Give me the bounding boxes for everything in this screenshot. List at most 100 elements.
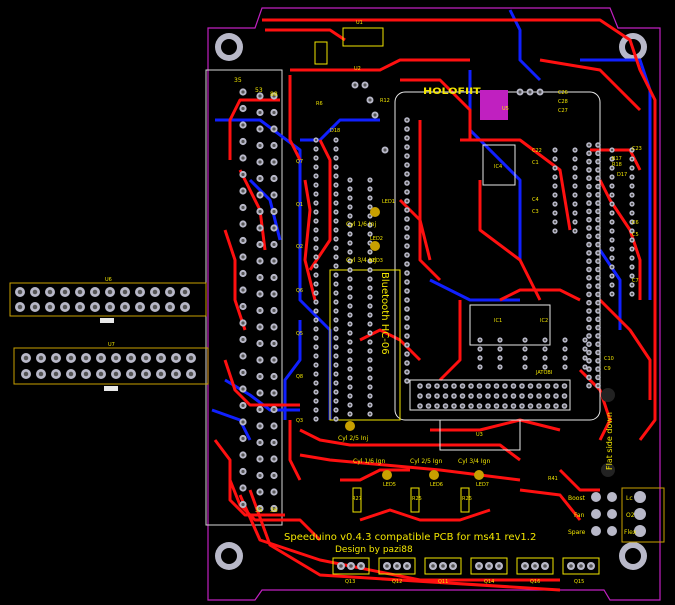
u7-pin-hole — [158, 371, 164, 377]
component-pad-hole — [543, 347, 547, 351]
mega-right-pin-hole — [596, 160, 600, 163]
component-pad-hole — [563, 365, 567, 369]
mega-left-pin-hole — [405, 172, 409, 176]
component-pad-hole — [334, 147, 338, 151]
component-pad-hole — [348, 286, 352, 290]
component-pad-hole — [314, 255, 318, 259]
header-c-pin-hole — [272, 424, 276, 428]
header-b-pin-hole — [258, 358, 262, 362]
mega-bottom-pin-hole — [461, 404, 464, 408]
mega-right-pin-hole — [587, 326, 591, 329]
flat-side-label: Flat side down — [605, 412, 614, 470]
component-pad-hole — [573, 184, 577, 188]
c9-label: C9 — [604, 366, 611, 372]
u6-pin-hole — [152, 289, 158, 295]
component-pad-hole — [553, 157, 557, 161]
mosfet-pin-hole — [589, 564, 593, 568]
mega-bottom-pin-hole — [503, 384, 507, 388]
mega-right-pin-hole — [596, 251, 600, 255]
component-pad-hole — [334, 264, 338, 268]
component-pad-hole — [610, 265, 614, 269]
component-pad-hole — [553, 184, 557, 188]
mega-right-pin-hole — [587, 235, 591, 238]
mega-right-pin-hole — [596, 276, 600, 280]
ic2-label: IC2 — [540, 318, 548, 324]
u5-label: U5 — [502, 106, 509, 112]
mega-right-pin-hole — [596, 351, 600, 354]
u6-pin-hole — [32, 289, 38, 295]
component-pad-hole — [334, 219, 338, 223]
header-a-pin-hole — [241, 337, 245, 342]
component-pad-hole — [314, 300, 318, 304]
component-pad-hole — [553, 148, 557, 152]
u6-pin-hole — [92, 304, 98, 310]
mega-right-pin-hole — [596, 143, 600, 147]
component-pad-hole — [348, 232, 352, 236]
mega-left-pin-hole — [405, 118, 409, 122]
mega-bottom-pin-hole — [435, 394, 439, 398]
header-a-pin-hole — [241, 139, 245, 144]
component-pad-hole — [630, 229, 634, 233]
component-pad-hole — [334, 174, 338, 178]
header-c-pin-hole — [272, 440, 276, 445]
mega-bottom-pin-hole — [554, 384, 558, 388]
u6-pin-hole — [92, 289, 98, 295]
component-pad-hole — [348, 277, 352, 281]
header-b-pin-hole — [258, 226, 262, 230]
mega-bottom-pin-hole — [537, 394, 541, 398]
mosfet-pin-hole — [569, 564, 573, 568]
inj-label-2: Cyl 3/4 Inj — [346, 257, 376, 264]
component-pad-hole — [543, 365, 547, 369]
component-pad-hole — [368, 403, 372, 407]
header-c-pin-hole — [272, 473, 276, 478]
component-pad-hole — [368, 223, 372, 227]
connector-u7 — [13, 347, 209, 391]
component-pad-hole — [630, 148, 634, 152]
u6-pin-hole — [47, 304, 53, 310]
header-c-pin-hole — [272, 391, 276, 395]
component-pad-hole — [314, 417, 318, 421]
u7-pin-hole — [143, 355, 149, 361]
component-pad-hole — [610, 292, 614, 296]
component-pad-hole — [334, 183, 338, 187]
mega-bottom-pin-hole — [529, 404, 532, 408]
q6-label: Q6 — [296, 288, 303, 294]
mega-left-pin-hole — [405, 379, 409, 383]
bluetooth-label: Bluetooth HC-06 — [379, 272, 390, 355]
r12-label: R12 — [380, 98, 390, 104]
mega-bottom-pin-hole — [469, 394, 473, 398]
header-a-pin-hole — [241, 321, 245, 325]
small-pad-hole — [518, 90, 522, 94]
mega-left-pin-hole — [405, 136, 409, 140]
component-pad-hole — [314, 345, 318, 349]
u6-pin-hole — [77, 304, 83, 310]
component-pad-hole — [314, 228, 318, 232]
u6-pin-hole — [167, 289, 173, 295]
header-a-pin-hole — [241, 106, 245, 111]
component-pad-hole — [368, 394, 372, 398]
mega-bottom-pin-hole — [512, 394, 515, 398]
q2-label: Q2 — [296, 244, 303, 250]
mega-right-pin-hole — [587, 251, 591, 255]
header-b-pin-hole — [258, 440, 262, 445]
header-a-pin-hole — [241, 420, 245, 424]
mega-left-pin-hole — [405, 208, 409, 212]
u1-label: U1 — [356, 20, 363, 26]
mega-bottom-pin-hole — [444, 394, 447, 398]
u6-pin-hole — [62, 289, 68, 295]
mega-right-pin-hole — [596, 268, 600, 271]
component-pad-hole — [610, 193, 614, 197]
component-pad-hole — [573, 220, 577, 224]
u7-pin-hole — [113, 355, 119, 361]
mega-left-pin-hole — [405, 145, 409, 149]
u6-pin-hole — [17, 304, 23, 310]
component-pad-hole — [498, 365, 502, 369]
mosfet-pin-hole — [487, 564, 491, 568]
mega-right-pin-hole — [587, 243, 591, 246]
component-pad-hole — [368, 187, 372, 191]
mosfet-pin-hole — [339, 564, 343, 568]
mega-bottom-pin-hole — [478, 394, 481, 398]
mega-right-pin-hole — [596, 168, 600, 172]
q13-label: Q13 — [345, 579, 355, 585]
component-pad-hole — [553, 193, 557, 197]
